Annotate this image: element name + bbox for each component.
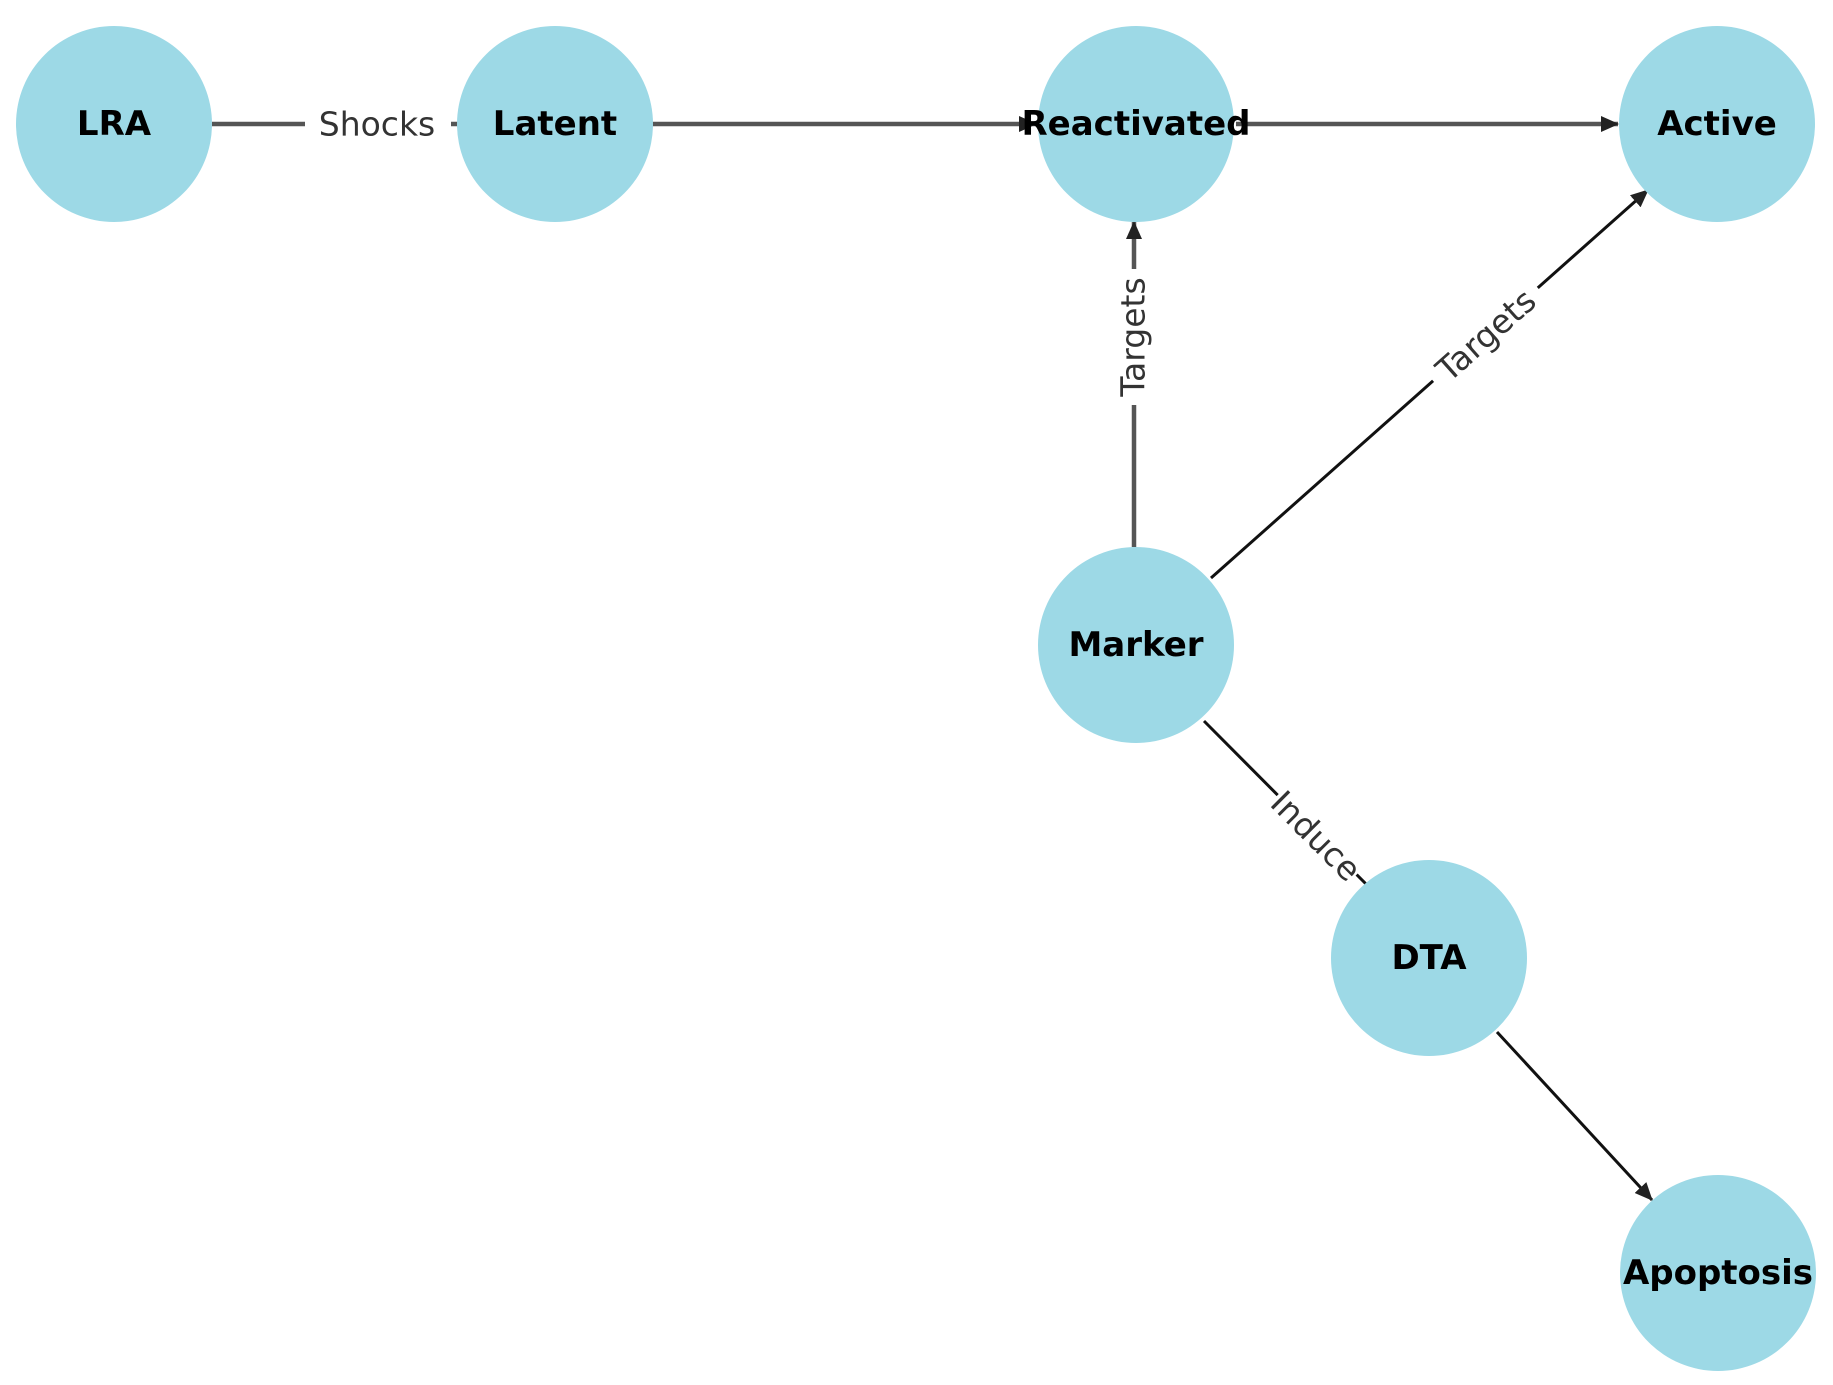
- node-lra-label: LRA: [77, 104, 152, 144]
- node-reactivated-label: Reactivated: [1021, 104, 1250, 144]
- node-lra-circle: [16, 26, 212, 222]
- edge-label-induce: Induce: [1260, 780, 1372, 892]
- edge-label-shocks: Shocks: [305, 100, 451, 148]
- node-dta-circle: [1331, 860, 1527, 1056]
- edge-marker-active: [1210, 188, 1649, 580]
- node-apoptosis[interactable]: Apoptosis: [1620, 1175, 1816, 1371]
- edge-label-targets-vertical: Targets: [1111, 269, 1155, 405]
- node-reactivated-circle: [1038, 26, 1234, 222]
- node-active-circle: [1619, 26, 1815, 222]
- node-latent[interactable]: Latent: [457, 26, 653, 222]
- edge-dta-apoptosis: [1495, 1030, 1654, 1202]
- node-active[interactable]: Active: [1619, 26, 1815, 222]
- node-dta[interactable]: DTA: [1331, 860, 1527, 1056]
- node-apoptosis-circle: [1620, 1175, 1816, 1371]
- node-latent-label: Latent: [493, 104, 617, 144]
- node-marker-circle: [1038, 547, 1234, 743]
- nodes: LRA Latent Reactivated Active Marker DTA…: [16, 26, 1816, 1371]
- node-apoptosis-label: Apoptosis: [1623, 1253, 1813, 1293]
- node-active-label: Active: [1657, 104, 1777, 144]
- node-reactivated[interactable]: Reactivated: [1021, 26, 1251, 222]
- edge-labels: Shocks Targets Targets Induce: [305, 100, 1553, 892]
- edge-label-shocks-text: Shocks: [319, 105, 436, 144]
- node-dta-label: DTA: [1391, 938, 1467, 978]
- node-lra[interactable]: LRA: [16, 26, 212, 222]
- node-marker[interactable]: Marker: [1038, 547, 1234, 743]
- node-latent-circle: [457, 26, 653, 222]
- edge-label-induce-text: Induce: [1263, 783, 1369, 889]
- edge-label-targets-diagonal-text: Targets: [1428, 281, 1544, 390]
- edge-label-targets-vertical-text: Targets: [1114, 277, 1153, 397]
- node-marker-label: Marker: [1068, 625, 1203, 665]
- edge-label-targets-diagonal: Targets: [1419, 272, 1553, 398]
